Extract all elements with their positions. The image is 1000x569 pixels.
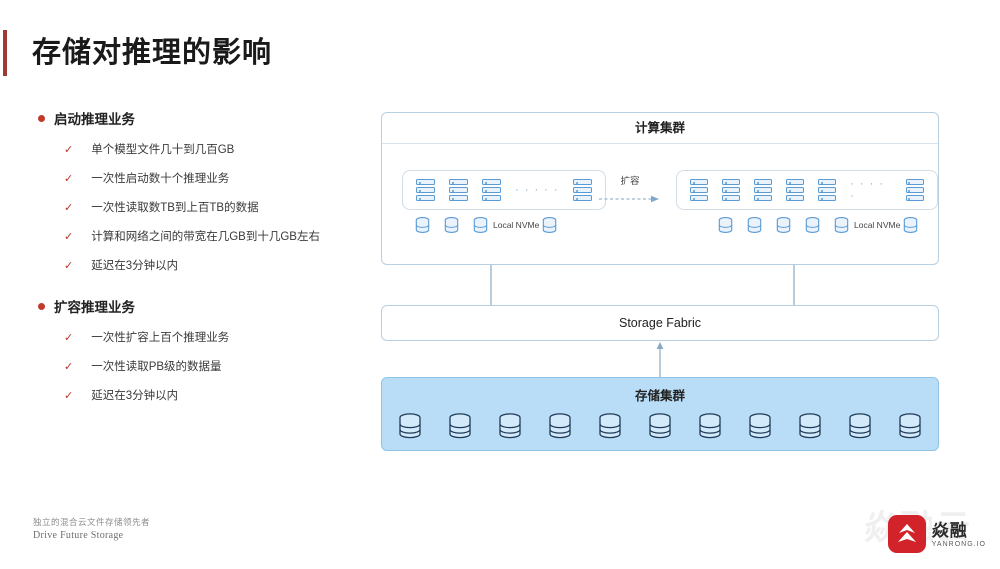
- check-item: ✓ 一次性启动数十个推理业务: [38, 171, 368, 187]
- storage-fabric-label: Storage Fabric: [619, 316, 701, 330]
- yanrong-mark-icon: [887, 515, 926, 553]
- disk-icon: [834, 217, 849, 233]
- disk-icon: [904, 217, 918, 233]
- server-icon: [573, 179, 593, 201]
- check-item-label: 单个模型文件几十到几百GB: [91, 144, 235, 156]
- section-heading-1-label: 启动推理业务: [54, 112, 135, 127]
- check-item-label: 延迟在3分钟以内: [91, 390, 179, 402]
- check-item: ✓ 延迟在3分钟以内: [38, 388, 368, 404]
- disk-icon: [473, 217, 488, 233]
- disk-icon: [718, 217, 733, 233]
- section-heading-1: 启动推理业务: [38, 108, 368, 128]
- check-item-label: 一次性扩容上百个推理业务: [91, 332, 230, 344]
- database-icon: [849, 413, 871, 439]
- server-icon: [416, 179, 435, 201]
- compute-group-right: · · · · ·: [676, 170, 938, 210]
- footer-tagline: 独立的混合云文件存储领先者 Drive Future Storage: [33, 516, 150, 541]
- section-heading-2-label: 扩容推理业务: [54, 300, 135, 315]
- scale-out-arrow-group: 扩容: [599, 173, 661, 208]
- page-title: 存储对推理的影响: [32, 37, 273, 69]
- database-icon: [449, 413, 471, 439]
- database-icon: [549, 413, 571, 439]
- server-icon: [722, 179, 741, 201]
- check-icon: ✓: [64, 231, 74, 243]
- server-icon: [482, 179, 501, 201]
- check-item: ✓ 一次性扩容上百个推理业务: [38, 330, 368, 346]
- dashed-arrow-icon: [599, 195, 659, 203]
- storage-cluster-panel: 存储集群: [381, 377, 939, 451]
- server-icon: [754, 179, 773, 201]
- server-icon: [449, 179, 468, 201]
- nvme-row-left: Local NVMe: [415, 217, 557, 233]
- bullet-section-2: 扩容推理业务 ✓ 一次性扩容上百个推理业务 ✓ 一次性读取PB级的数据量 ✓ 延…: [38, 296, 368, 404]
- check-item: ✓ 单个模型文件几十到几百GB: [38, 142, 368, 158]
- bullet-dot-icon: [38, 114, 45, 122]
- footer-tagline-cn: 独立的混合云文件存储领先者: [33, 517, 151, 527]
- bullet-dot-icon: [38, 302, 45, 310]
- check-item-label: 一次性读取PB级的数据量: [91, 361, 222, 373]
- server-icon: [818, 179, 837, 201]
- database-icon: [499, 413, 521, 439]
- server-icon: [786, 179, 805, 201]
- check-item-label: 延迟在3分钟以内: [91, 260, 179, 272]
- footer-tagline-en: Drive Future Storage: [33, 530, 124, 541]
- disk-icon: [805, 217, 820, 233]
- database-icon: [649, 413, 671, 439]
- storage-cluster-title: 存储集群: [634, 389, 685, 403]
- check-item-label: 一次性启动数十个推理业务: [91, 173, 230, 185]
- check-icon: ✓: [64, 332, 74, 344]
- server-icon: [690, 179, 709, 201]
- check-icon: ✓: [64, 173, 74, 185]
- mark-glyph: [897, 524, 916, 542]
- section-heading-2: 扩容推理业务: [38, 296, 368, 316]
- check-item: ✓ 一次性读取PB级的数据量: [38, 359, 368, 375]
- database-icon: [399, 413, 421, 439]
- bullet-list: 启动推理业务 ✓ 单个模型文件几十到几百GB ✓ 一次性启动数十个推理业务 ✓ …: [38, 108, 368, 426]
- disk-icon: [747, 217, 762, 233]
- local-nvme-label: Local NVMe: [493, 220, 540, 230]
- check-item-label: 一次性读取数TB到上百TB的数据: [91, 202, 259, 214]
- database-icon: [899, 413, 921, 439]
- brand-text-block: 焱融 YANRONG.IO: [932, 521, 986, 548]
- bullet-section-1: 启动推理业务 ✓ 单个模型文件几十到几百GB ✓ 一次性启动数十个推理业务 ✓ …: [38, 108, 368, 274]
- check-icon: ✓: [64, 390, 74, 402]
- check-icon: ✓: [64, 361, 74, 373]
- disk-icon: [415, 217, 430, 233]
- local-nvme-label: Local NVMe: [854, 220, 901, 230]
- scale-out-label: 扩容: [620, 176, 640, 187]
- architecture-diagram: 计算集群 · · · · · 扩容: [381, 112, 939, 451]
- database-icon: [699, 413, 721, 439]
- database-icon: [749, 413, 771, 439]
- compute-cluster-panel: 计算集群 · · · · · 扩容: [381, 112, 939, 265]
- title-accent-bar: [3, 30, 7, 76]
- brand-logo: 焱融 YANRONG.IO: [887, 515, 986, 553]
- brand-name-en: YANRONG.IO: [931, 540, 986, 548]
- database-icon: [799, 413, 821, 439]
- ellipsis-icon: · · · · ·: [850, 178, 885, 202]
- check-icon: ✓: [64, 144, 74, 156]
- ellipsis-icon: · · · · ·: [515, 184, 560, 196]
- disk-icon: [444, 217, 459, 233]
- check-item: ✓ 计算和网络之间的带宽在几GB到十几GB左右: [38, 229, 368, 245]
- check-item: ✓ 延迟在3分钟以内: [38, 258, 368, 274]
- check-item: ✓ 一次性读取数TB到上百TB的数据: [38, 200, 368, 216]
- brand-name-cn: 焱融: [931, 520, 968, 540]
- compute-group-left: · · · · ·: [402, 170, 607, 210]
- server-icon: [905, 179, 924, 201]
- compute-cluster-title: 计算集群: [382, 113, 938, 144]
- storage-disk-row: [382, 403, 938, 439]
- storage-fabric-panel: Storage Fabric: [381, 305, 939, 341]
- disk-icon: [776, 217, 791, 233]
- database-icon: [599, 413, 621, 439]
- check-icon: ✓: [64, 260, 74, 272]
- disk-icon: [543, 217, 557, 233]
- check-icon: ✓: [64, 202, 74, 214]
- check-item-label: 计算和网络之间的带宽在几GB到十几GB左右: [91, 231, 320, 243]
- nvme-row-right: Local NVMe: [718, 217, 918, 233]
